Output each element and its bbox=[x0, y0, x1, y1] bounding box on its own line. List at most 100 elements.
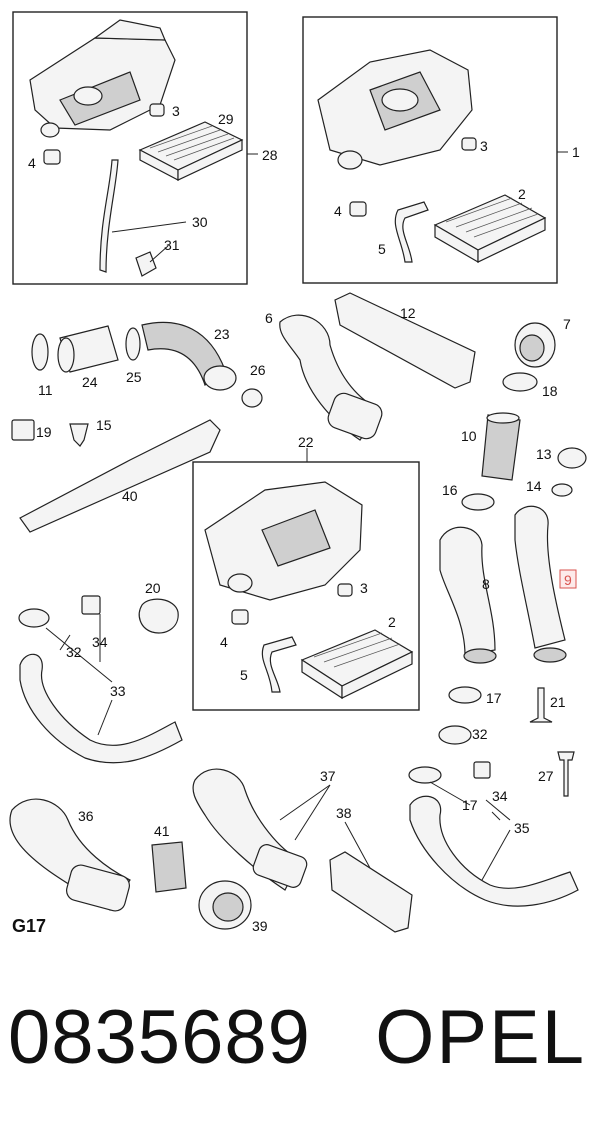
callout-5-b: 5 bbox=[240, 667, 248, 683]
pipe-35 bbox=[409, 795, 579, 907]
callout-17-b: 17 bbox=[462, 797, 478, 813]
part-number: 0835689 bbox=[8, 995, 311, 1080]
clip-34-b bbox=[473, 761, 491, 779]
callout-34-a: 34 bbox=[92, 634, 108, 650]
callout-39: 39 bbox=[252, 918, 268, 934]
callout-26: 26 bbox=[250, 362, 266, 378]
seal-13 bbox=[557, 447, 587, 469]
callout-5-a: 5 bbox=[378, 241, 386, 257]
callout-21: 21 bbox=[550, 694, 566, 710]
clamp-17-b bbox=[408, 766, 442, 784]
callout-20: 20 bbox=[145, 580, 161, 596]
callout-30: 30 bbox=[192, 214, 208, 230]
valve-31 bbox=[135, 251, 157, 277]
air-duct-37 bbox=[192, 768, 308, 891]
callout-40: 40 bbox=[122, 488, 138, 504]
callout-27: 27 bbox=[538, 768, 554, 784]
callout-35: 35 bbox=[514, 820, 530, 836]
callout-32-b: 32 bbox=[472, 726, 488, 742]
clamp-16 bbox=[461, 493, 495, 511]
hose-30 bbox=[99, 159, 119, 273]
callout-15: 15 bbox=[96, 417, 112, 433]
callout-6: 6 bbox=[265, 310, 273, 326]
callout-3-b: 3 bbox=[480, 138, 488, 154]
callout-18: 18 bbox=[542, 383, 558, 399]
callout-3-a: 3 bbox=[172, 103, 180, 119]
callout-4-c: 4 bbox=[220, 634, 228, 650]
adapter-24 bbox=[57, 325, 119, 373]
bolt-27 bbox=[557, 751, 575, 797]
mass-air-sensor-39 bbox=[198, 880, 252, 930]
retainer-15 bbox=[69, 423, 89, 447]
mass-air-sensor-7 bbox=[514, 322, 556, 368]
clip-19 bbox=[11, 419, 35, 441]
callout-10: 10 bbox=[461, 428, 477, 444]
callout-28: 28 bbox=[262, 147, 278, 163]
callout-9: 9 bbox=[564, 572, 572, 588]
callout-23: 23 bbox=[214, 326, 230, 342]
callout-8: 8 bbox=[482, 576, 490, 592]
callout-1: 1 bbox=[572, 144, 580, 160]
callout-14: 14 bbox=[526, 478, 542, 494]
grommet-4-c bbox=[231, 609, 249, 625]
bellows-41 bbox=[151, 841, 187, 893]
filter-element-2-b bbox=[300, 629, 414, 700]
hose-9 bbox=[514, 505, 566, 649]
callout-9-highlight[interactable]: 9 bbox=[559, 569, 577, 589]
filter-element-2-a bbox=[433, 194, 547, 264]
bellows-23 bbox=[141, 321, 237, 391]
clip-34-a bbox=[81, 595, 101, 615]
callout-32-a: 32 bbox=[66, 644, 82, 660]
shield-38 bbox=[329, 851, 413, 933]
callout-29: 29 bbox=[218, 111, 234, 127]
callout-25: 25 bbox=[126, 369, 142, 385]
assembly-frame-28 bbox=[12, 11, 248, 285]
callout-37: 37 bbox=[320, 768, 336, 784]
callout-19: 19 bbox=[36, 424, 52, 440]
diagram-code: G17 bbox=[12, 916, 47, 936]
assembly-frame-1 bbox=[302, 16, 558, 284]
callout-16: 16 bbox=[442, 482, 458, 498]
callout-36: 36 bbox=[78, 808, 94, 824]
hose-5-b bbox=[261, 636, 297, 693]
plug-3-c bbox=[337, 583, 353, 597]
plug-3-a bbox=[149, 103, 165, 117]
air-cleaner-housing-1 bbox=[317, 49, 473, 170]
callout-12: 12 bbox=[400, 305, 416, 321]
hose-5-a bbox=[394, 201, 429, 263]
clamp-26 bbox=[241, 388, 263, 408]
callout-4-b: 4 bbox=[334, 203, 342, 219]
callout-3-c: 3 bbox=[360, 580, 368, 596]
clamp-11 bbox=[31, 333, 49, 371]
pipe-33 bbox=[19, 653, 183, 764]
bracket-40 bbox=[19, 419, 221, 533]
seal-20 bbox=[138, 598, 179, 634]
clamp-32-a bbox=[438, 725, 472, 745]
callout-13: 13 bbox=[536, 446, 552, 462]
callout-4-a: 4 bbox=[28, 155, 36, 171]
rivet-21 bbox=[529, 687, 553, 723]
callout-24: 24 bbox=[82, 374, 98, 390]
callout-2-a: 2 bbox=[518, 186, 526, 202]
hose-8-end bbox=[463, 648, 497, 664]
hose-8 bbox=[439, 526, 496, 656]
callout-31: 31 bbox=[164, 237, 180, 253]
assembly-frame-22 bbox=[192, 461, 420, 711]
clamp-32-b bbox=[18, 608, 50, 628]
callout-38: 38 bbox=[336, 805, 352, 821]
air-duct-36 bbox=[9, 798, 131, 912]
grommet-4-b bbox=[349, 201, 367, 217]
brand-name: OPEL bbox=[375, 995, 586, 1080]
callout-22: 22 bbox=[298, 434, 314, 450]
callout-41: 41 bbox=[154, 823, 170, 839]
air-cleaner-housing-28 bbox=[29, 19, 176, 138]
filter-element-29 bbox=[138, 121, 244, 181]
clamp-17-a bbox=[448, 686, 482, 704]
callout-33: 33 bbox=[110, 683, 126, 699]
hose-9-end bbox=[533, 647, 567, 663]
callout-17-a: 17 bbox=[486, 690, 502, 706]
grommet-4-a bbox=[43, 149, 61, 165]
bellows-10 bbox=[481, 412, 521, 481]
callout-2-b: 2 bbox=[388, 614, 396, 630]
